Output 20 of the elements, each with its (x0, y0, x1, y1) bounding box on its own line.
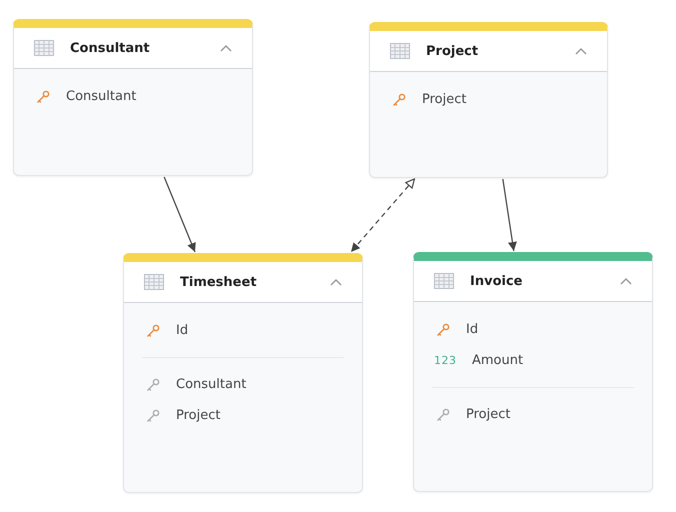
field-name: Project (176, 408, 220, 423)
field-name: Consultant (176, 377, 246, 392)
table-card (369, 22, 608, 178)
number-type-icon: 123 (434, 354, 456, 367)
arrow (164, 176, 196, 252)
field-name: Project (466, 407, 510, 422)
table-title: Project (426, 44, 480, 58)
field-name: Project (422, 92, 466, 107)
field-name: Amount (472, 353, 524, 368)
field-name: Consultant (66, 89, 136, 104)
field-name: Id (176, 323, 188, 338)
arrow (350, 178, 415, 252)
table-title: Invoice (470, 274, 524, 288)
table-title: Consultant (70, 40, 151, 56)
table-card (13, 19, 253, 176)
table-card (123, 253, 363, 493)
table-title: Timesheet (180, 274, 258, 290)
field-name: Id (466, 322, 478, 337)
arrow (502, 178, 517, 252)
table-card (413, 252, 653, 492)
